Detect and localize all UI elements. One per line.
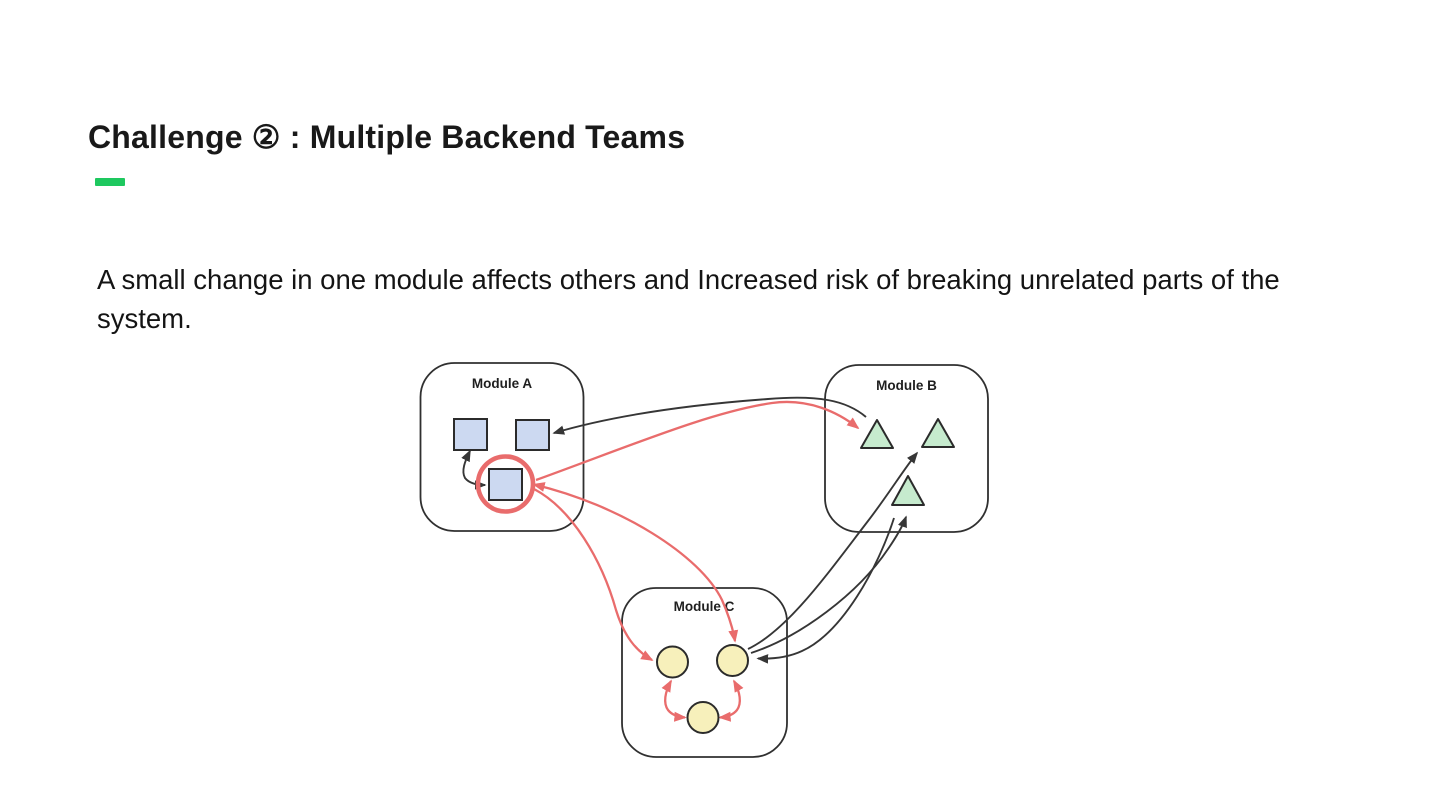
edge-triangle-3-to-circle-2 [756,517,895,664]
changed-component-highlight-ring [475,454,536,514]
module-b-triangle-2 [921,418,955,448]
module-b-triangle-3 [891,475,925,506]
slide-description: A small change in one module affects oth… [97,263,1280,334]
module-a-label: Module A [472,376,532,391]
edge-module-b-to-square-2 [552,396,867,435]
title-accent-dash [95,178,125,186]
edge-square-3-to-circle-2 [532,482,739,643]
edge-square-3-to-triangle-1 [535,400,860,482]
module-a-square-2 [515,419,550,451]
module-c-circle-1 [656,645,689,679]
module-c-circle-3 [686,701,720,734]
module-b-box [824,364,989,533]
edge-circle-2-to-triangle-2 [747,451,919,650]
module-a-square-3 [488,468,523,501]
page-title: Challenge ② : Multiple Backend Teams [88,119,686,156]
module-c-circle-2 [716,644,749,677]
module-b-triangle-1 [860,419,894,449]
edge-circle-2-circle-3-bidirectional [718,679,744,722]
modules-dependency-diagram: Module A Module B Module C [419,362,989,758]
module-a-square-1 [453,418,488,451]
module-b-label: Module B [876,378,937,393]
edge-circle-1-circle-3-bidirectional [661,679,687,722]
